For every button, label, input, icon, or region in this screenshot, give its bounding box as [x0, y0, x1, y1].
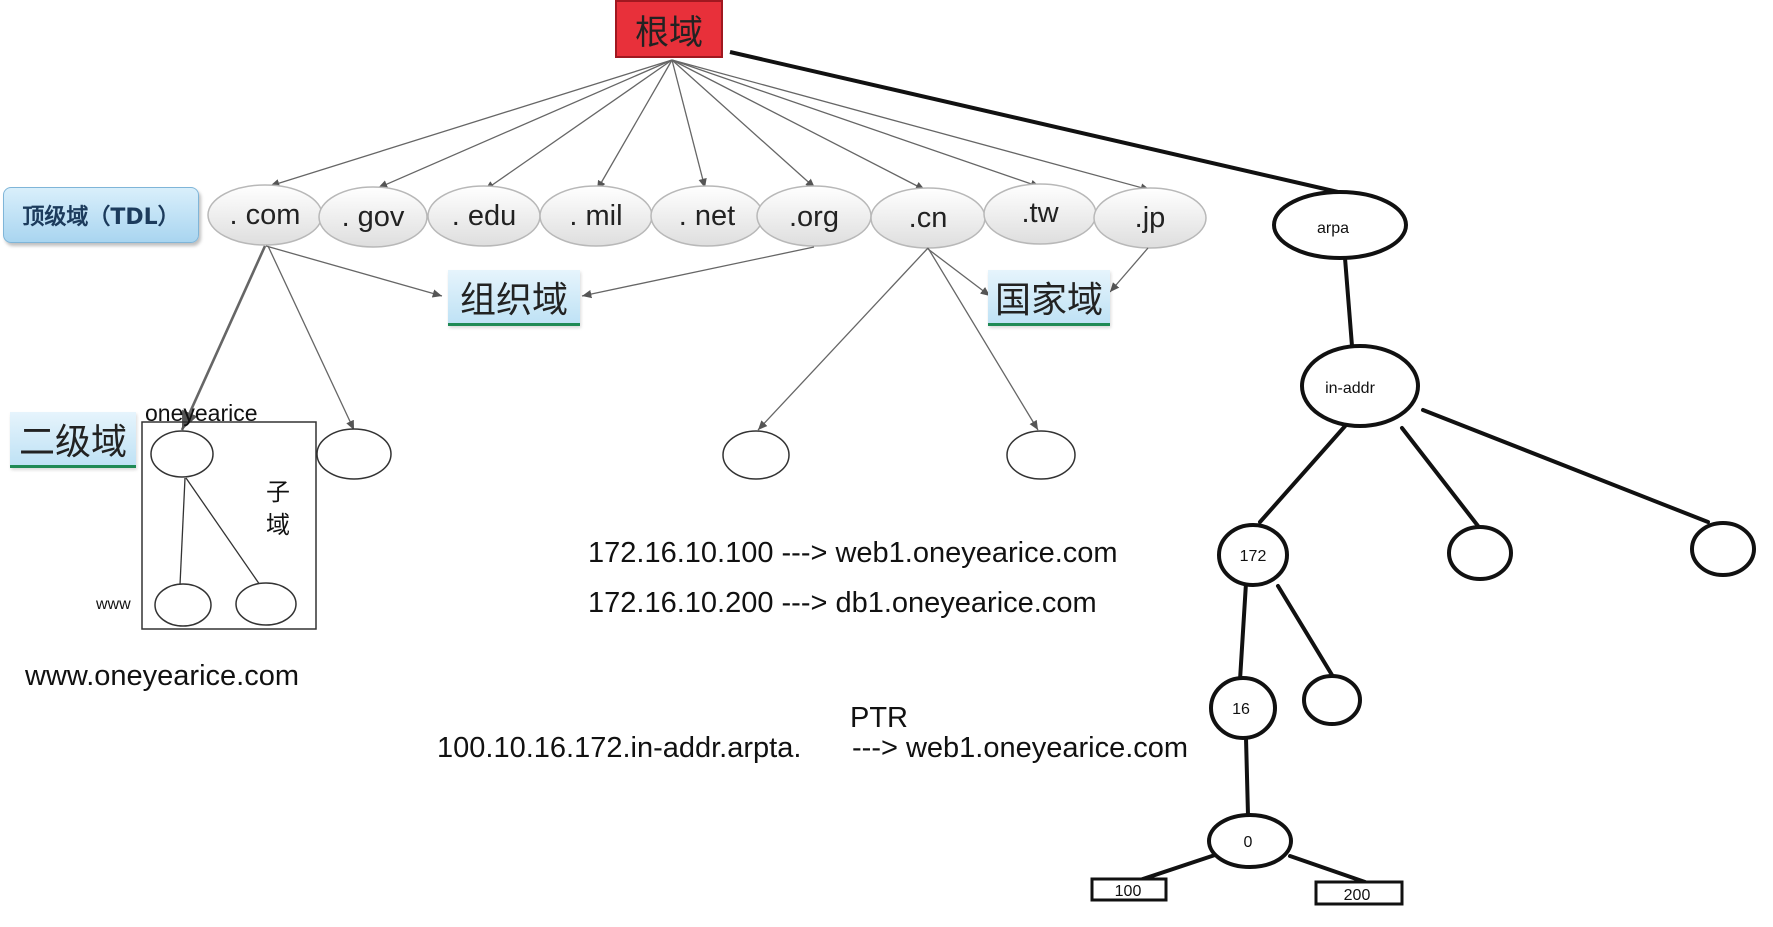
- n172-label: 172: [1240, 548, 1267, 565]
- arpa-label: arpa: [1317, 220, 1349, 237]
- ptr-right: ---> web1.oneyearice.com: [852, 732, 1189, 764]
- leaf-200-label: 200: [1344, 887, 1371, 904]
- arpa-node: [1272, 190, 1408, 260]
- www-node: [154, 583, 212, 627]
- tld-node-edu: . edu: [452, 200, 517, 232]
- tld-node-cn: .cn: [909, 202, 948, 234]
- tld-label-box: 顶级域（TDL）: [3, 187, 199, 243]
- root-domain-label: 根域: [635, 12, 703, 53]
- second-level-label: 二级域: [18, 421, 127, 463]
- root-to-arpa-line: [729, 50, 1339, 194]
- n0-node: [1207, 813, 1293, 869]
- oneyearice-box: [141, 421, 317, 630]
- com-subtree-arrows: [180, 245, 355, 431]
- sub-node: [235, 582, 297, 626]
- cn-subtree-arrows: [757, 247, 1039, 431]
- country-domain-tag: 国家域: [988, 270, 1110, 326]
- mapping-line-1: 172.16.10.100 ---> web1.oneyearice.com: [588, 537, 1118, 569]
- org-domain-tag: 组织域: [448, 270, 580, 326]
- reverse-tree-nodes: [1207, 190, 1756, 869]
- reverse-tree-lines: [1138, 256, 1710, 884]
- com-child-node: [316, 428, 392, 480]
- subdomain-label-2: 域: [266, 512, 290, 539]
- n172-node: [1217, 523, 1289, 587]
- ptr-label: PTR: [850, 702, 908, 734]
- reverse-leaf-c: [1302, 674, 1362, 726]
- n16-label: 16: [1232, 701, 1250, 718]
- country-domain-label: 国家域: [994, 279, 1103, 321]
- n0-label: 0: [1244, 834, 1253, 851]
- reverse-leaf-b: [1690, 521, 1756, 577]
- leaf-200-box: [1314, 880, 1404, 906]
- fqdn-example: www.oneyearice.com: [25, 660, 299, 692]
- tld-node-org: .org: [789, 201, 839, 233]
- ptr-left: 100.10.16.172.in-addr.arpta.: [437, 732, 802, 764]
- subdomain-label-1: 子: [266, 479, 290, 506]
- oneyearice-node: [150, 430, 214, 478]
- tld-node-mil: . mil: [569, 200, 622, 232]
- leaf-100-label: 100: [1115, 883, 1142, 900]
- tld-node-labels: . com . gov . edu . mil . net .org .cn .…: [230, 197, 1166, 234]
- in-addr-label: in-addr: [1325, 380, 1375, 397]
- category-arrows: [265, 245, 1149, 299]
- tld-node-com: . com: [230, 199, 301, 231]
- reverse-tree-labels: arpa in-addr 172 16 0 100 200: [1115, 220, 1376, 904]
- in-addr-node: [1300, 344, 1420, 428]
- org-domain-label: 组织域: [459, 279, 568, 321]
- second-level-tag: 二级域: [10, 412, 136, 468]
- tld-nodes: [207, 183, 1207, 249]
- mapping-line-2: 172.16.10.200 ---> db1.oneyearice.com: [588, 587, 1097, 619]
- tld-node-net: . net: [679, 200, 735, 232]
- n16-node: [1209, 676, 1277, 740]
- root-to-tld-arrows: [269, 59, 1151, 192]
- tld-node-gov: . gov: [342, 201, 405, 233]
- cn-child-node-1: [722, 430, 790, 480]
- root-domain-box: 根域: [615, 0, 723, 58]
- cn-child-node-2: [1006, 430, 1076, 480]
- www-label: www: [96, 596, 131, 613]
- reverse-leaf-a: [1447, 525, 1513, 581]
- tld-node-jp: .jp: [1135, 202, 1166, 234]
- tld-label-text: 顶级域（TDL）: [22, 205, 180, 230]
- oneyearice-title: oneyearice: [145, 400, 258, 426]
- tld-node-tw: .tw: [1021, 197, 1059, 229]
- leaf-100-box: [1090, 877, 1168, 902]
